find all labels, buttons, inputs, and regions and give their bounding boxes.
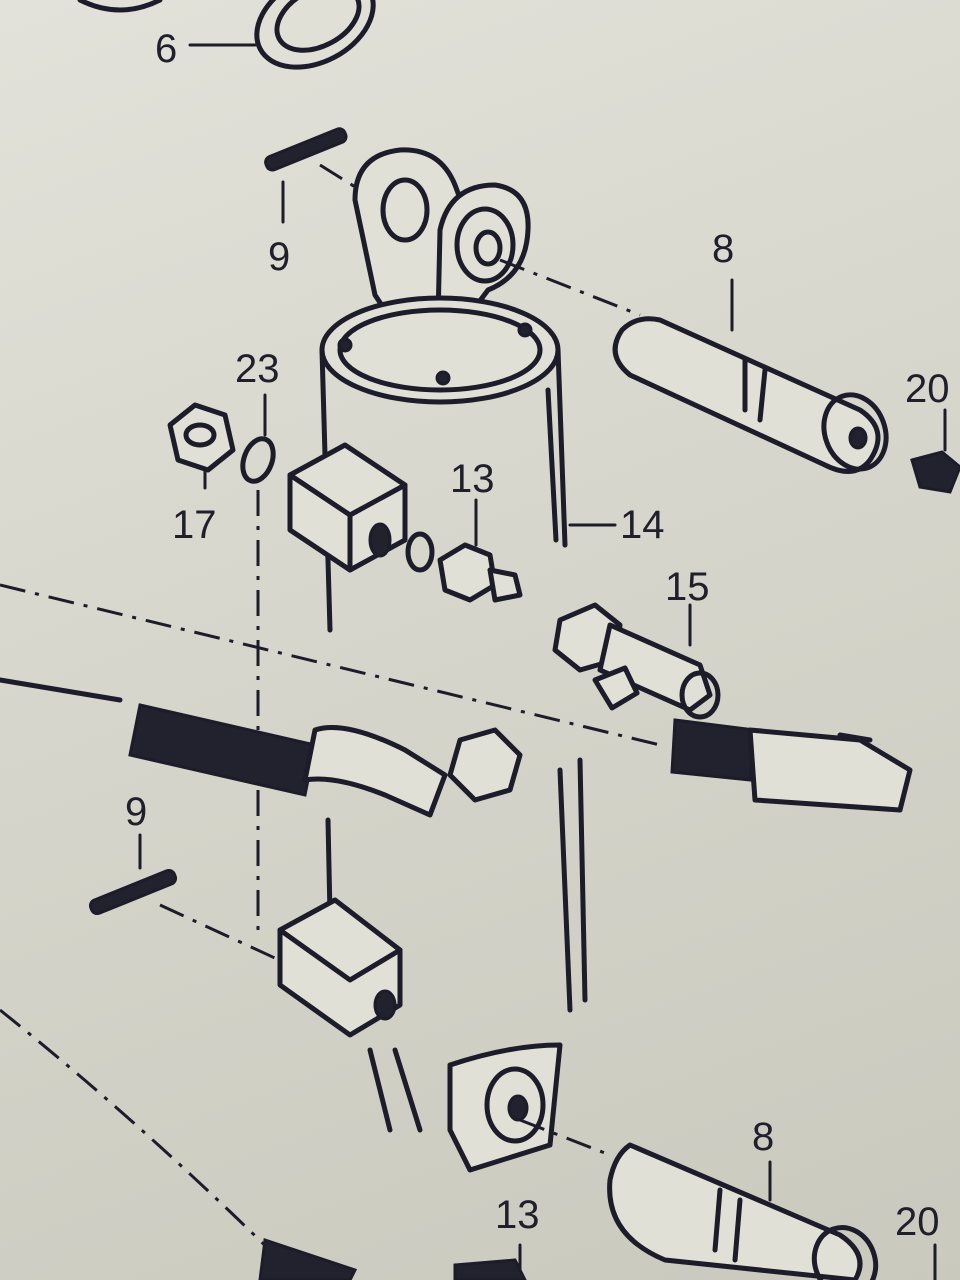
- pin-part-9-bottom: [88, 833, 291, 967]
- nut-part-17: [167, 402, 236, 490]
- callout-20-bottom: 20: [895, 1200, 940, 1244]
- pin-part-9-top: [264, 127, 361, 224]
- callout-9-top: 9: [268, 235, 290, 279]
- callout-8-top: 8: [712, 227, 734, 271]
- port-block-bottom: [277, 897, 423, 1133]
- callout-15: 15: [665, 565, 710, 609]
- ring-part-6: [77, 0, 376, 70]
- callout-23: 23: [235, 347, 280, 391]
- callout-13-top: 13: [450, 457, 495, 501]
- hose-left: [128, 703, 523, 818]
- callout-9-bottom: 9: [125, 790, 147, 834]
- callout-20-top: 20: [905, 367, 950, 411]
- callout-6: 6: [155, 27, 177, 71]
- hose-bottom-left: [258, 1237, 358, 1280]
- hose-right: [670, 718, 913, 813]
- centerline-upper: [0, 583, 661, 747]
- callout-13-bottom: 13: [495, 1193, 540, 1237]
- pin-part-8-top: [499, 258, 889, 474]
- port-block-top: [287, 442, 408, 573]
- callout-17: 17: [172, 503, 217, 547]
- callout-8-bottom: 8: [752, 1115, 774, 1159]
- tee-fitting-part-15: [552, 602, 721, 720]
- frame-line-left: [0, 677, 123, 703]
- fitting-part-13-top: [405, 498, 523, 603]
- cylinder-rod-lower: [325, 757, 588, 1013]
- frame-arc-lower: [0, 1008, 302, 1280]
- callout-14: 14: [620, 503, 665, 547]
- pin-part-8-bottom: [607, 1142, 879, 1280]
- clip-part-20-top: [910, 408, 960, 494]
- fitting-part-13-bottom: [453, 1243, 527, 1280]
- cylinder-eye-bottom: [447, 1042, 611, 1173]
- washer-part-23: [240, 393, 276, 484]
